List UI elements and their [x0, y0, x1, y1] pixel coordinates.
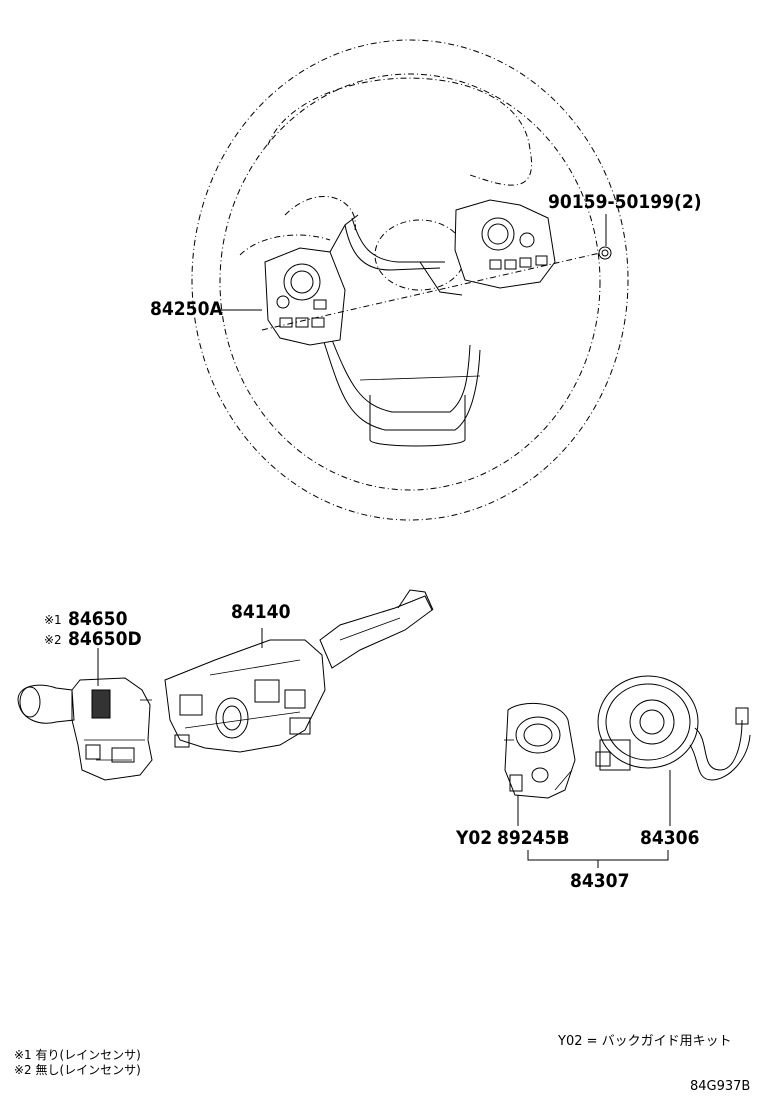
kit-part-number: 84307 [570, 870, 630, 892]
combination-switch-drawing [164, 589, 434, 753]
bolt-part-number: 90159-50199(2) [548, 191, 702, 213]
steering-sensor-drawing [504, 702, 576, 799]
note-2: ※2 無し(レインセンサ) [14, 1063, 141, 1077]
spiral-cable-part-number: 84306 [640, 827, 700, 849]
left-switch-cluster [264, 214, 359, 346]
marker-2: ※2 [44, 633, 62, 647]
wiper-switch-2-part-number: 84650D [68, 628, 142, 650]
note-1: ※1 有り(レインセンサ) [14, 1048, 141, 1062]
marker-1: ※1 [44, 613, 62, 627]
figure-code: 84G937B [690, 1079, 751, 1094]
switch-assy-part-number: 84250A [150, 298, 223, 320]
wiper-switch-1-part-number: 84650 [68, 608, 128, 630]
spiral-cable-drawing [595, 675, 751, 781]
screw [598, 246, 612, 260]
wiper-switch-drawing [17, 677, 153, 781]
steering-wheel-drawing [191, 39, 629, 521]
sensor-prefix: Y02 [456, 827, 493, 849]
combination-switch-part-number: 84140 [231, 601, 291, 623]
right-switch-cluster [454, 199, 556, 289]
sensor-part-number: 89245B [497, 827, 570, 849]
y02-legend: Y02 = バックガイド用キット [558, 1034, 732, 1049]
